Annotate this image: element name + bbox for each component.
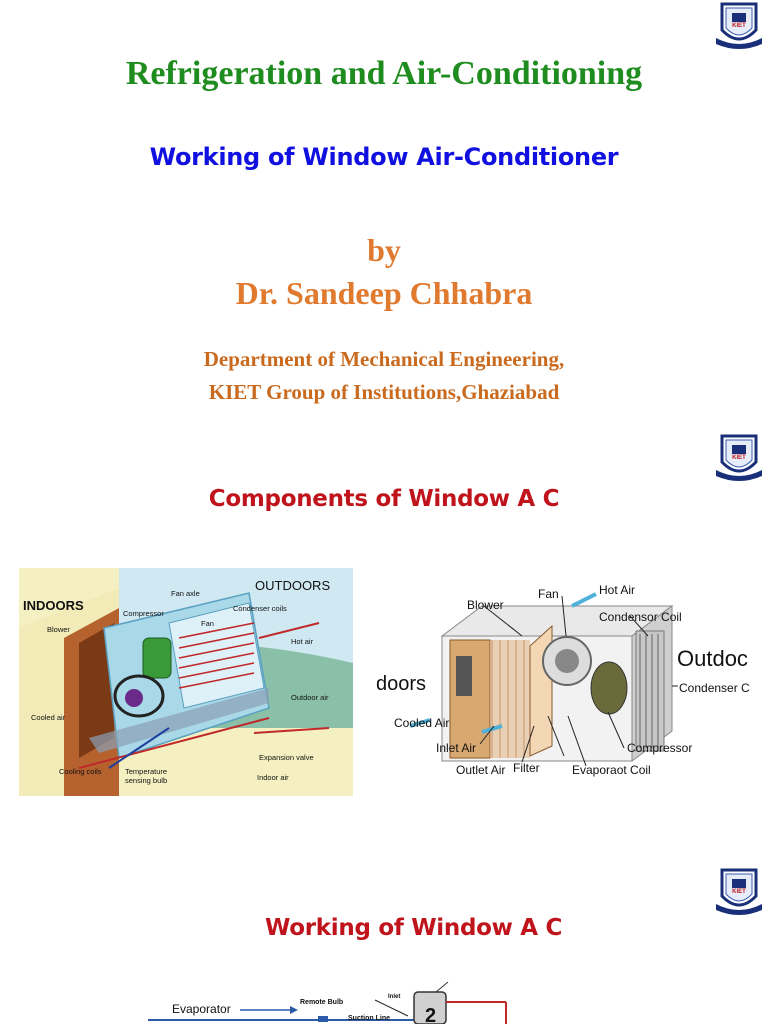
- window-ac-cutaway-illustration: OUTDOORS INDOORS Fan axle Compressor Con…: [19, 568, 353, 796]
- label-cooling-coils: Cooling coils: [59, 767, 102, 776]
- label-outdoor-air: Outdoor air: [291, 693, 329, 702]
- label3-remote-bulb: Remote Bulb: [300, 999, 343, 1006]
- working-title: Working of Window A C: [265, 915, 563, 941]
- label3-suction-line: Suction Line: [348, 1015, 390, 1022]
- label2-compressor: Compressor: [627, 741, 692, 755]
- label-indoors: INDOORS: [23, 598, 84, 613]
- kiet-logo-2: KIET: [716, 434, 762, 481]
- label-temperature: Temperature: [125, 767, 167, 776]
- label-indoor-air: Indoor air: [257, 773, 289, 782]
- label2-indoors: doors: [376, 673, 426, 695]
- label-cooled-air: Cooled air: [31, 713, 66, 722]
- label2-fan: Fan: [538, 587, 559, 601]
- label-outdoors: OUTDOORS: [255, 578, 330, 593]
- label-sensing-bulb: sensing bulb: [125, 776, 167, 785]
- label-fan: Fan: [201, 619, 214, 628]
- slide-subtitle: Working of Window Air-Conditioner: [149, 143, 619, 171]
- label3-evaporator: Evaporator: [172, 1002, 231, 1016]
- label2-outlet-air: Outlet Air: [456, 763, 505, 777]
- by-label: by: [367, 232, 401, 268]
- slide-title: Refrigeration and Air-Conditioning: [125, 55, 643, 92]
- label-compressor: Compressor: [123, 609, 164, 618]
- label-fan-axle: Fan axle: [171, 589, 200, 598]
- author-name: Dr. Sandeep Chhabra: [235, 275, 533, 311]
- label2-blower: Blower: [467, 598, 504, 612]
- label2-condensor-coil: Condensor Coil: [599, 610, 682, 624]
- label3-compressor-number: 2: [425, 1005, 436, 1024]
- label-blower: Blower: [47, 625, 70, 634]
- department-line-1: Department of Mechanical Engineering,: [203, 347, 565, 371]
- label2-outdoors: Outdoc: [677, 646, 748, 671]
- logo-text: KIET: [732, 23, 746, 29]
- label2-hot-air: Hot Air: [599, 583, 635, 597]
- label-expansion-valve: Expansion valve: [259, 753, 314, 762]
- department-line-2: KIET Group of Institutions,Ghaziabad: [208, 380, 560, 404]
- components-title: Components of Window A C: [208, 486, 560, 512]
- label2-filter: Filter: [513, 761, 540, 775]
- kiet-logo-3: KIET: [716, 868, 762, 915]
- label-condenser-coils: Condenser coils: [233, 604, 287, 613]
- logo-text: KIET: [732, 889, 746, 895]
- label3-inlet: Inlet: [388, 994, 400, 1000]
- label2-cooled-air: Cooled Air: [394, 716, 449, 730]
- label2-inlet-air: Inlet Air: [436, 741, 476, 755]
- label2-condenser: Condenser C: [679, 681, 750, 695]
- kiet-logo-1: KIET: [716, 2, 762, 49]
- window-ac-components-diagram: Fan Hot Air Blower Condensor Coil Outdoc…: [372, 576, 768, 786]
- label-hot-air: Hot air: [291, 637, 314, 646]
- label2-evaporaot-coil: Evaporaot Coil: [572, 763, 651, 777]
- working-cycle-diagram: Evaporator Remote Bulb Suction Line Inle…: [130, 980, 530, 1024]
- logo-text: KIET: [732, 455, 746, 461]
